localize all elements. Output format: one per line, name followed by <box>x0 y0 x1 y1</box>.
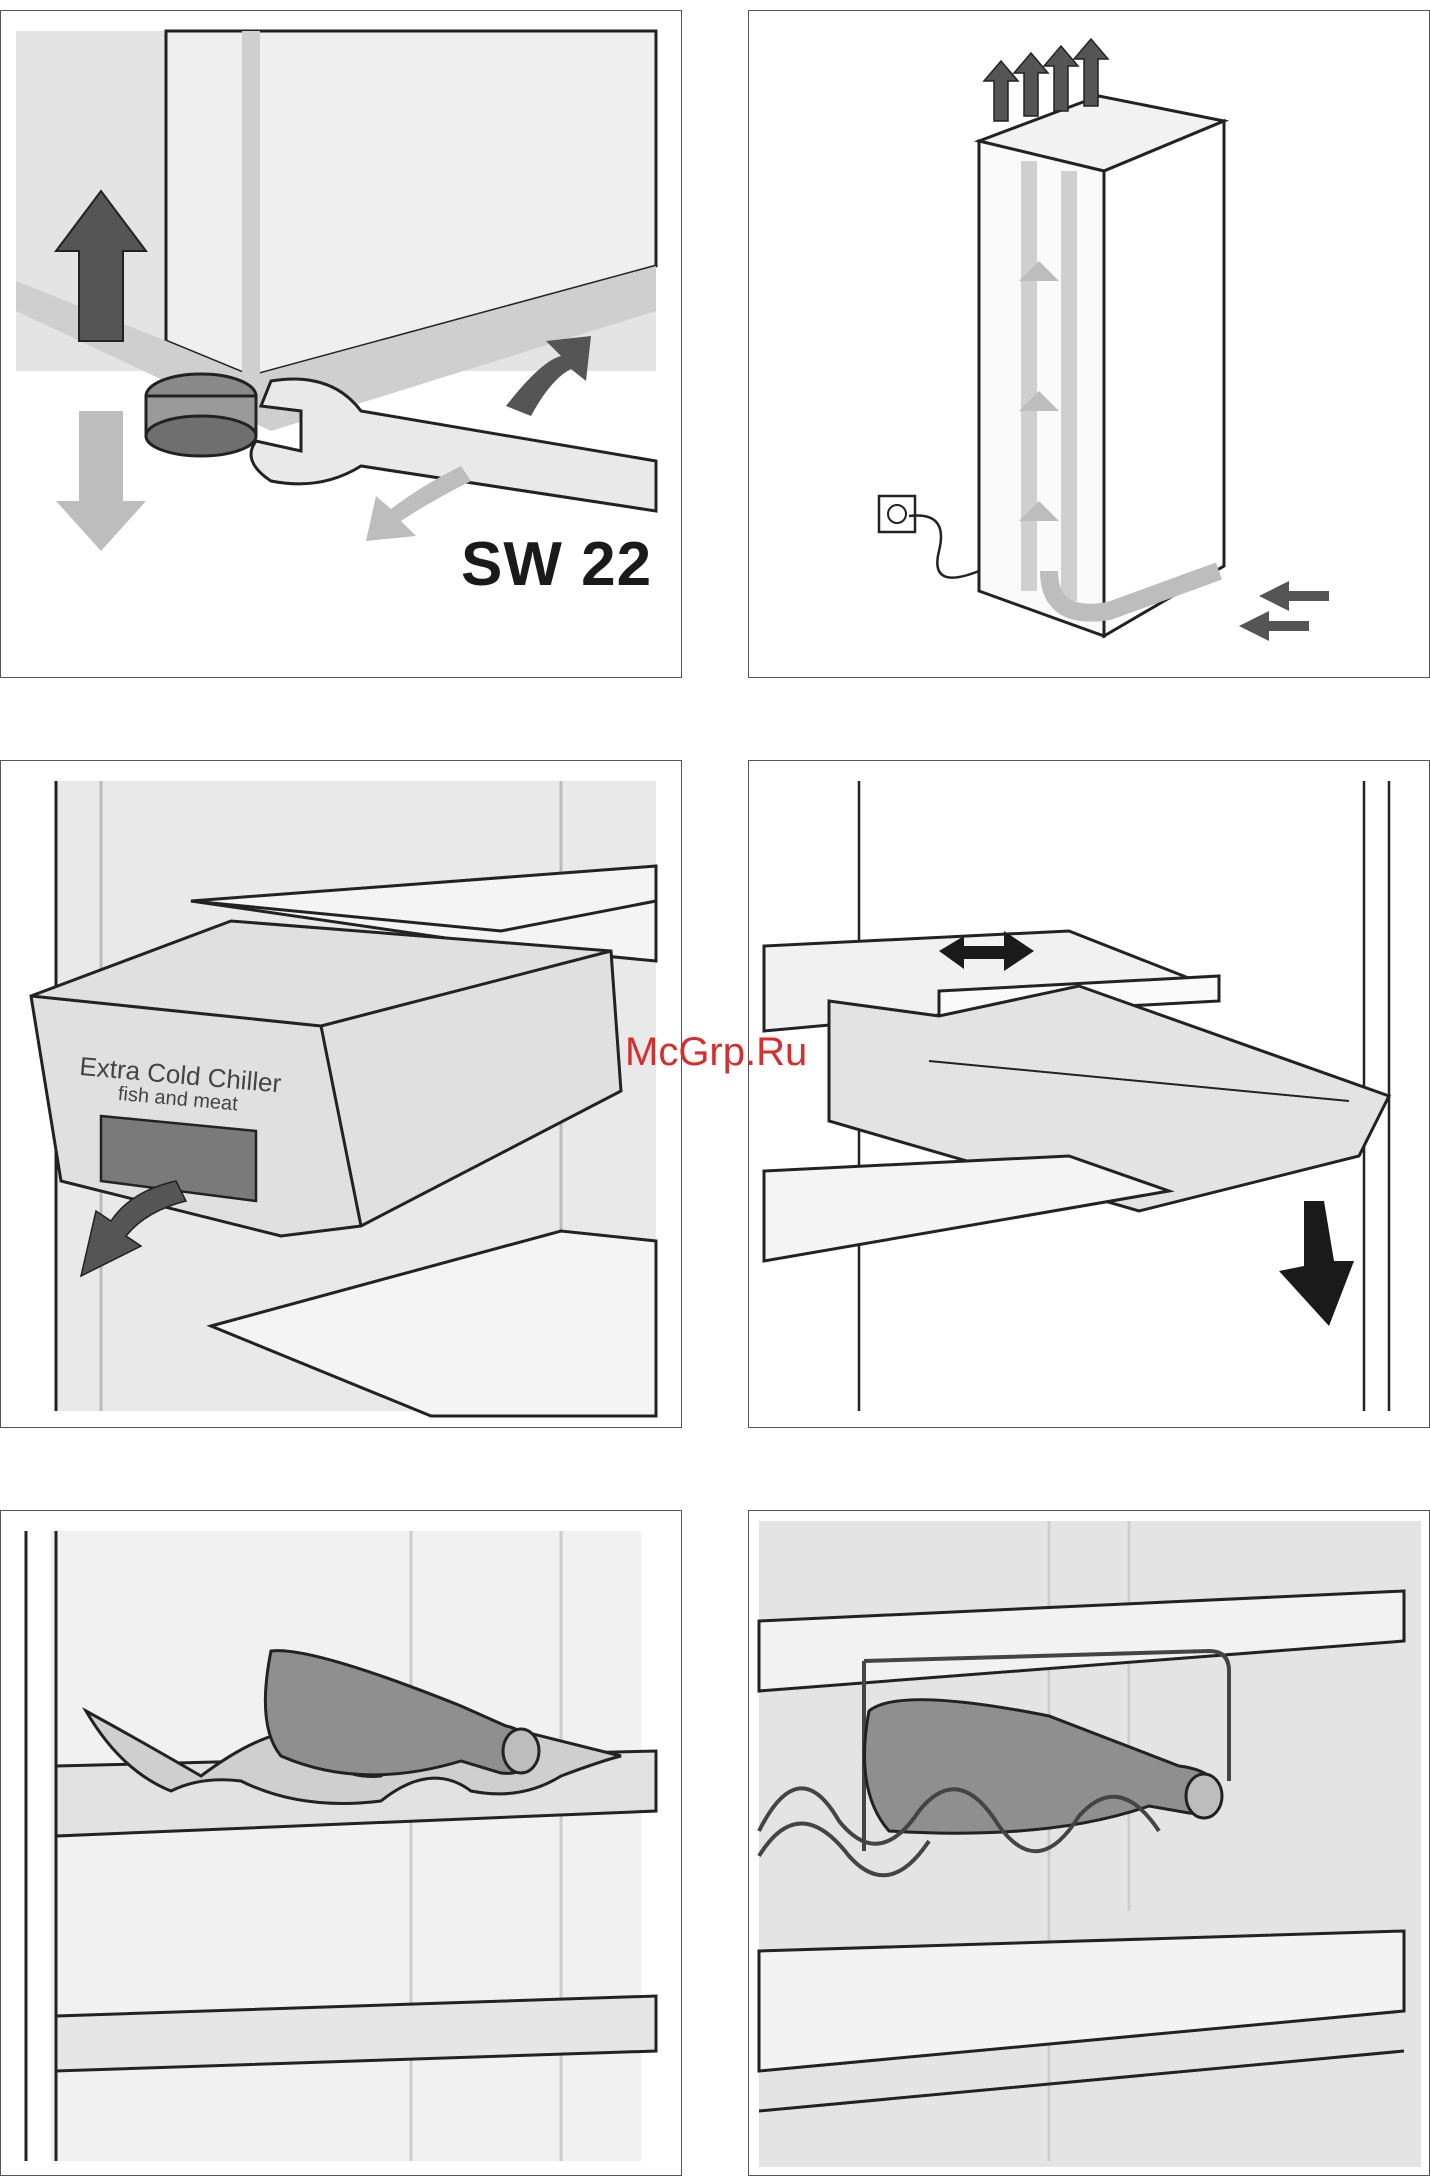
watermark: McGrp.Ru <box>625 1030 807 1075</box>
panel-adjust-feet: SW 22 <box>0 10 682 678</box>
chiller-drawer-illustration <box>1 761 682 1428</box>
wrench-size-label: SW 22 <box>461 529 652 600</box>
panel-chiller-drawer: Extra Cold Chiller fish and meat <box>0 760 682 1428</box>
bottle-tray-illustration <box>1 1511 682 2176</box>
wire-rack-illustration <box>749 1511 1430 2176</box>
pullout-drawer-illustration <box>749 761 1430 1428</box>
ventilation-illustration <box>749 11 1430 678</box>
panel-pullout-drawer <box>748 760 1430 1428</box>
panel-ventilation <box>748 10 1430 678</box>
panel-bottle-tray <box>0 1510 682 2176</box>
panel-wire-rack <box>748 1510 1430 2176</box>
